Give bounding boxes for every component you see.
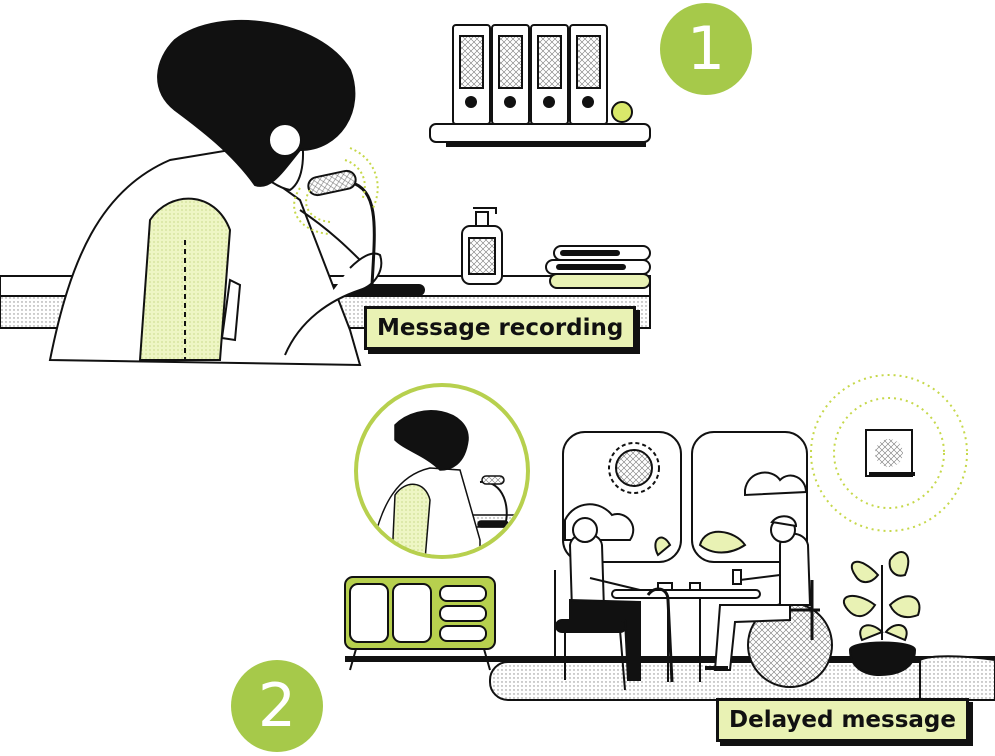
step-1-badge: 1 <box>660 3 752 95</box>
cabinet <box>344 576 496 671</box>
sound-wave-icon <box>810 374 968 532</box>
binder-shelf <box>429 24 651 147</box>
caption-delayed-message: Delayed message <box>716 698 969 742</box>
person-wheelchair <box>705 515 833 688</box>
scene-delayed <box>344 374 995 701</box>
person-recording <box>48 20 383 367</box>
microphone-icon <box>293 147 379 235</box>
caption-message-recording: Message recording <box>364 306 637 350</box>
speaker-icon <box>865 429 915 477</box>
book-stack <box>545 245 651 289</box>
step-2-badge: 2 <box>231 660 323 752</box>
plant <box>842 551 921 677</box>
soap-dispenser <box>461 207 503 285</box>
person-seated <box>554 517 674 691</box>
